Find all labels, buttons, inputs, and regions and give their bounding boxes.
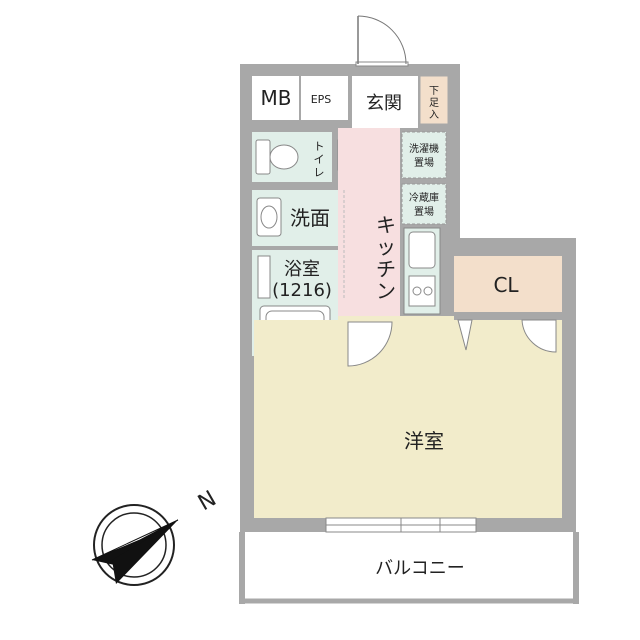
kitchen-label: キ ッ チ ン [376, 213, 396, 303]
room-door [347, 321, 393, 367]
svg-text:イ: イ [314, 153, 325, 166]
closet-door-left [457, 319, 473, 351]
yokushitsu-size: (1216) [272, 280, 332, 301]
senmen-label: 洗面 [290, 206, 330, 230]
wash-basin [256, 197, 282, 237]
yoshitsu-label: 洋室 [404, 429, 444, 453]
closet-label: CL [493, 273, 519, 297]
balcony: バルコニー [239, 532, 579, 604]
western-room: 洋室 [254, 316, 562, 518]
balcony-label: バルコニー [375, 558, 465, 579]
yokushitsu-label: 浴室 [284, 259, 320, 280]
eps-label: EPS [311, 93, 332, 106]
closet: CL [454, 256, 562, 312]
fridge-space [401, 183, 447, 225]
svg-text:ン: ン [376, 279, 396, 303]
mb-label: MB [261, 86, 292, 110]
svg-text:入: 入 [429, 110, 439, 121]
washer-space [401, 131, 447, 179]
svg-text:置場: 置場 [414, 156, 434, 169]
entrance: 玄関 下 足 入 [352, 15, 449, 128]
svg-text:冷蔵庫: 冷蔵庫 [409, 191, 439, 204]
kitchen-sink [408, 231, 436, 269]
closet-door-right [521, 319, 557, 353]
kitchen-counter [403, 227, 441, 315]
compass-label: N [194, 486, 221, 516]
mb-eps-area: MB EPS [252, 76, 348, 120]
toilet-room: ト イ レ [252, 132, 369, 182]
svg-text:ト: ト [314, 140, 325, 153]
svg-text:洗濯機: 洗濯機 [409, 142, 439, 155]
svg-text:置場: 置場 [414, 205, 434, 218]
svg-text:キ: キ [376, 213, 396, 237]
genkan-label: 玄関 [366, 93, 402, 114]
balcony-window [325, 517, 477, 533]
svg-text:ッ: ッ [376, 235, 396, 259]
geta-label: 下 足 入 [429, 86, 439, 121]
toilet-fixture [255, 139, 299, 175]
compass-icon: N [91, 486, 221, 586]
svg-text:下: 下 [429, 86, 439, 97]
appliance-area: 洗濯機 置場 冷蔵庫 置場 [401, 131, 447, 225]
entrance-door [355, 15, 409, 67]
kitchen-corridor: キ ッ チ ン [338, 128, 400, 316]
svg-text:足: 足 [429, 97, 439, 109]
svg-text:チ: チ [376, 257, 396, 281]
svg-text:レ: レ [314, 166, 325, 179]
washroom: 洗面 [252, 190, 338, 246]
